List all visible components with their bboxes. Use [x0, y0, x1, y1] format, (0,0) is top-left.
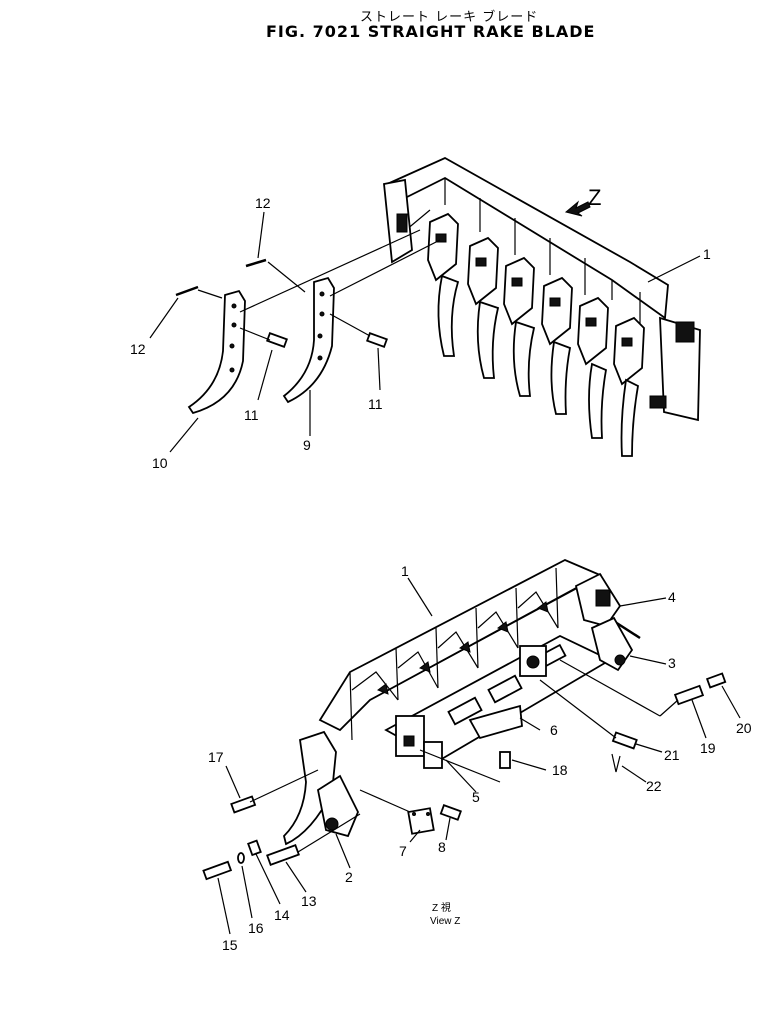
- lower-leaders: [217, 577, 741, 935]
- callout-4: 4: [668, 589, 676, 605]
- callout-11-left: 11: [244, 407, 259, 423]
- callout-1-upper: 1: [703, 246, 711, 262]
- callout-22: 22: [646, 778, 662, 794]
- callout-19: 19: [700, 740, 716, 756]
- callout-12-left: 12: [130, 341, 146, 357]
- callout-7: 7: [399, 843, 407, 859]
- callout-8: 8: [438, 839, 446, 855]
- lower-loose-parts: [202, 659, 727, 881]
- callout-16: 16: [248, 920, 264, 936]
- callout-12-top: 12: [255, 195, 271, 211]
- callout-15: 15: [222, 937, 238, 953]
- upper-leaders: [149, 211, 701, 453]
- callout-3: 3: [668, 655, 676, 671]
- callout-20: 20: [736, 720, 752, 736]
- callout-5: 5: [472, 789, 480, 805]
- view-z-label: Z: [588, 185, 601, 210]
- title-japanese: ストレート レーキ ブレード: [360, 10, 539, 25]
- callout-2: 2: [345, 869, 353, 885]
- lower-callouts: 1 2 3 4 5 6 7 8 13 14 15 16 17 18 19 20 …: [208, 563, 752, 953]
- upper-rake-frame: Z: [383, 156, 701, 457]
- upper-loose-parts: [175, 229, 441, 415]
- callout-17: 17: [208, 749, 224, 765]
- view-caption-en: View Z: [430, 916, 460, 927]
- upper-callouts: 1 9 10 11 11 12 12: [130, 195, 711, 471]
- callout-18: 18: [552, 762, 568, 778]
- view-caption-jp: Z 視: [432, 901, 451, 914]
- callout-10: 10: [152, 455, 168, 471]
- callout-9: 9: [303, 437, 311, 453]
- callout-6: 6: [550, 722, 558, 738]
- upper-teeth: [427, 212, 645, 457]
- callout-14: 14: [274, 907, 290, 923]
- callout-11-right: 11: [368, 396, 383, 412]
- callout-13: 13: [301, 893, 317, 909]
- view-z-arrow: [564, 200, 591, 217]
- callout-1-lower: 1: [401, 563, 409, 579]
- figure-title: FIG. 7021 STRAIGHT RAKE BLADE: [266, 22, 596, 41]
- callout-21: 21: [664, 747, 680, 763]
- lower-rake-frame: [318, 559, 641, 769]
